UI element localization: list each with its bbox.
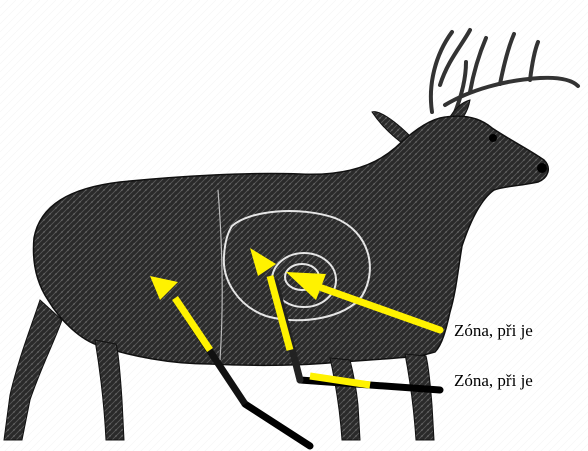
deer-nose [537, 163, 547, 173]
zone-label-outer: Zóna, při je [454, 372, 533, 389]
zone-label-inner: Zóna, při je [454, 322, 533, 339]
deer-eye [489, 134, 497, 142]
